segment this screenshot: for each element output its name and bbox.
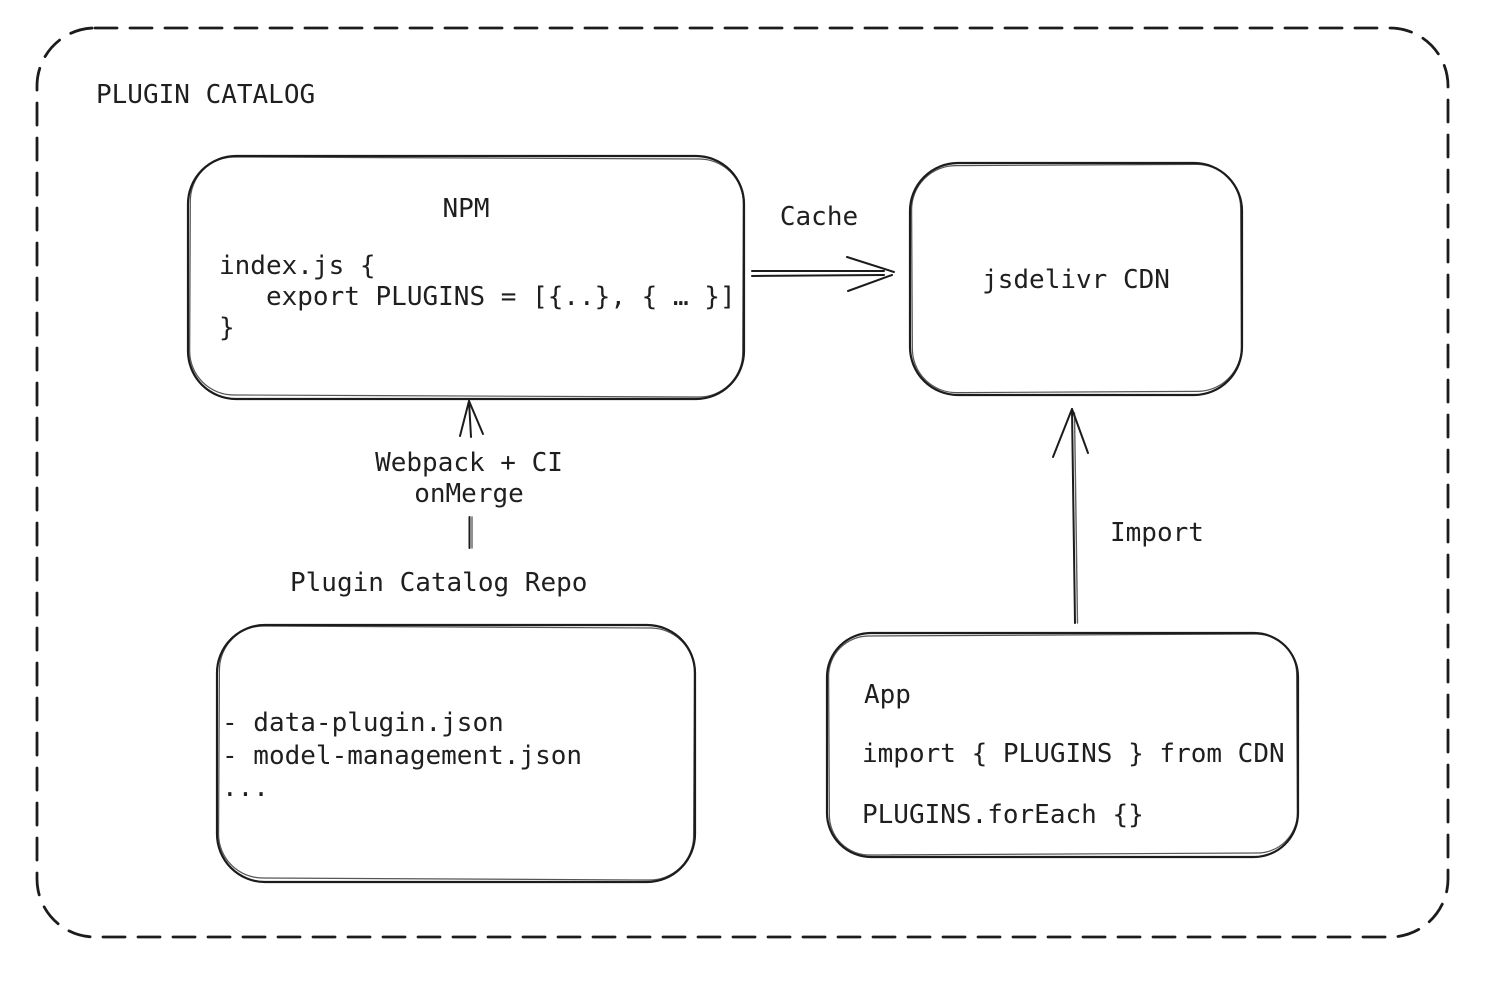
app-code-line-2: PLUGINS.forEach {} [862, 800, 1144, 830]
app-box [825, 631, 1300, 859]
catalog-dashed-border [35, 26, 1450, 939]
cache-arrow [751, 256, 895, 292]
import-arrow-label: Import [1110, 518, 1204, 548]
import-arrow [1052, 408, 1089, 624]
npm-box [186, 154, 746, 401]
app-code-line-1: import { PLUGINS } from CDN [862, 739, 1285, 769]
app-box-title: App [864, 680, 911, 710]
page-title: PLUGIN CATALOG [96, 80, 316, 110]
repo-box [215, 623, 697, 884]
build-arrow [459, 400, 484, 549]
npm-code: index.js { export PLUGINS = [{..}, { … }… [219, 251, 736, 343]
repo-file-list: - data-plugin.json - model-management.js… [222, 708, 583, 803]
build-arrow-label: Webpack + CI onMerge [375, 448, 563, 509]
cache-arrow-label: Cache [779, 202, 859, 232]
npm-box-title: NPM [442, 194, 490, 224]
cdn-box-title: jsdelivr CDN [982, 265, 1170, 295]
repo-box-label: Plugin Catalog Repo [290, 568, 588, 598]
cdn-box [908, 161, 1244, 397]
